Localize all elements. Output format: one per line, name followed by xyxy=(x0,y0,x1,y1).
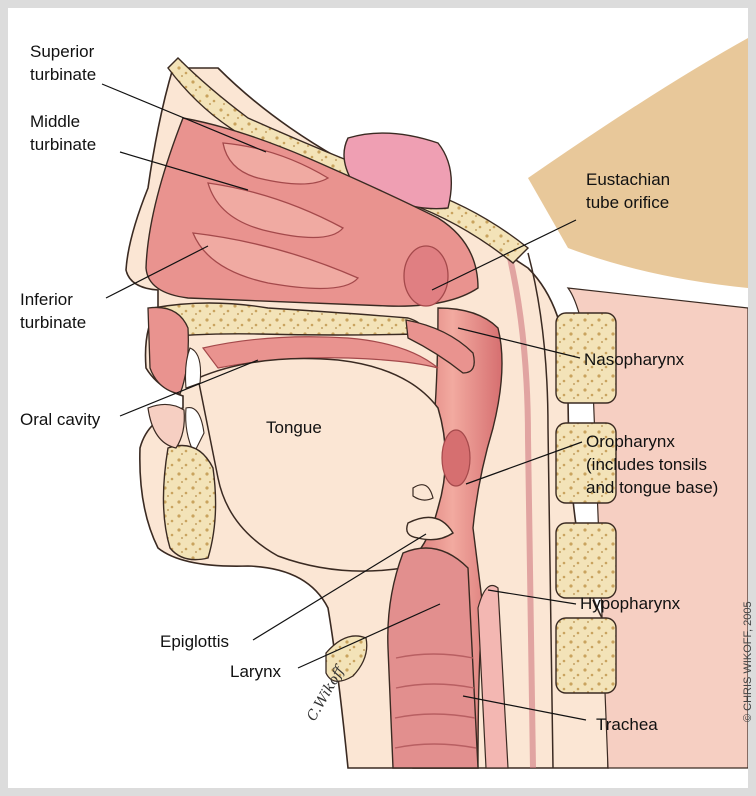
background-tissue xyxy=(528,38,748,288)
label-nasopharynx: Nasopharynx xyxy=(584,348,684,371)
label-oral-cavity: Oral cavity xyxy=(20,408,100,431)
head-neck-sagittal-illustration xyxy=(8,8,748,788)
upper-lip xyxy=(148,307,188,394)
label-epiglottis: Epiglottis xyxy=(160,630,229,653)
vertebra-4 xyxy=(556,618,616,693)
label-tongue: Tongue xyxy=(266,416,322,439)
eustachian-torus xyxy=(404,246,448,306)
tonsil-region xyxy=(442,430,470,486)
label-larynx: Larynx xyxy=(230,660,281,683)
larynx-trachea xyxy=(388,548,478,768)
vertebra-3 xyxy=(556,523,616,598)
copyright-credit: © CHRIS WIKOFF, 2005 xyxy=(742,601,754,722)
mandible xyxy=(163,446,215,560)
label-hypopharynx: Hypopharynx xyxy=(580,592,680,615)
label-trachea: Trachea xyxy=(596,713,658,736)
